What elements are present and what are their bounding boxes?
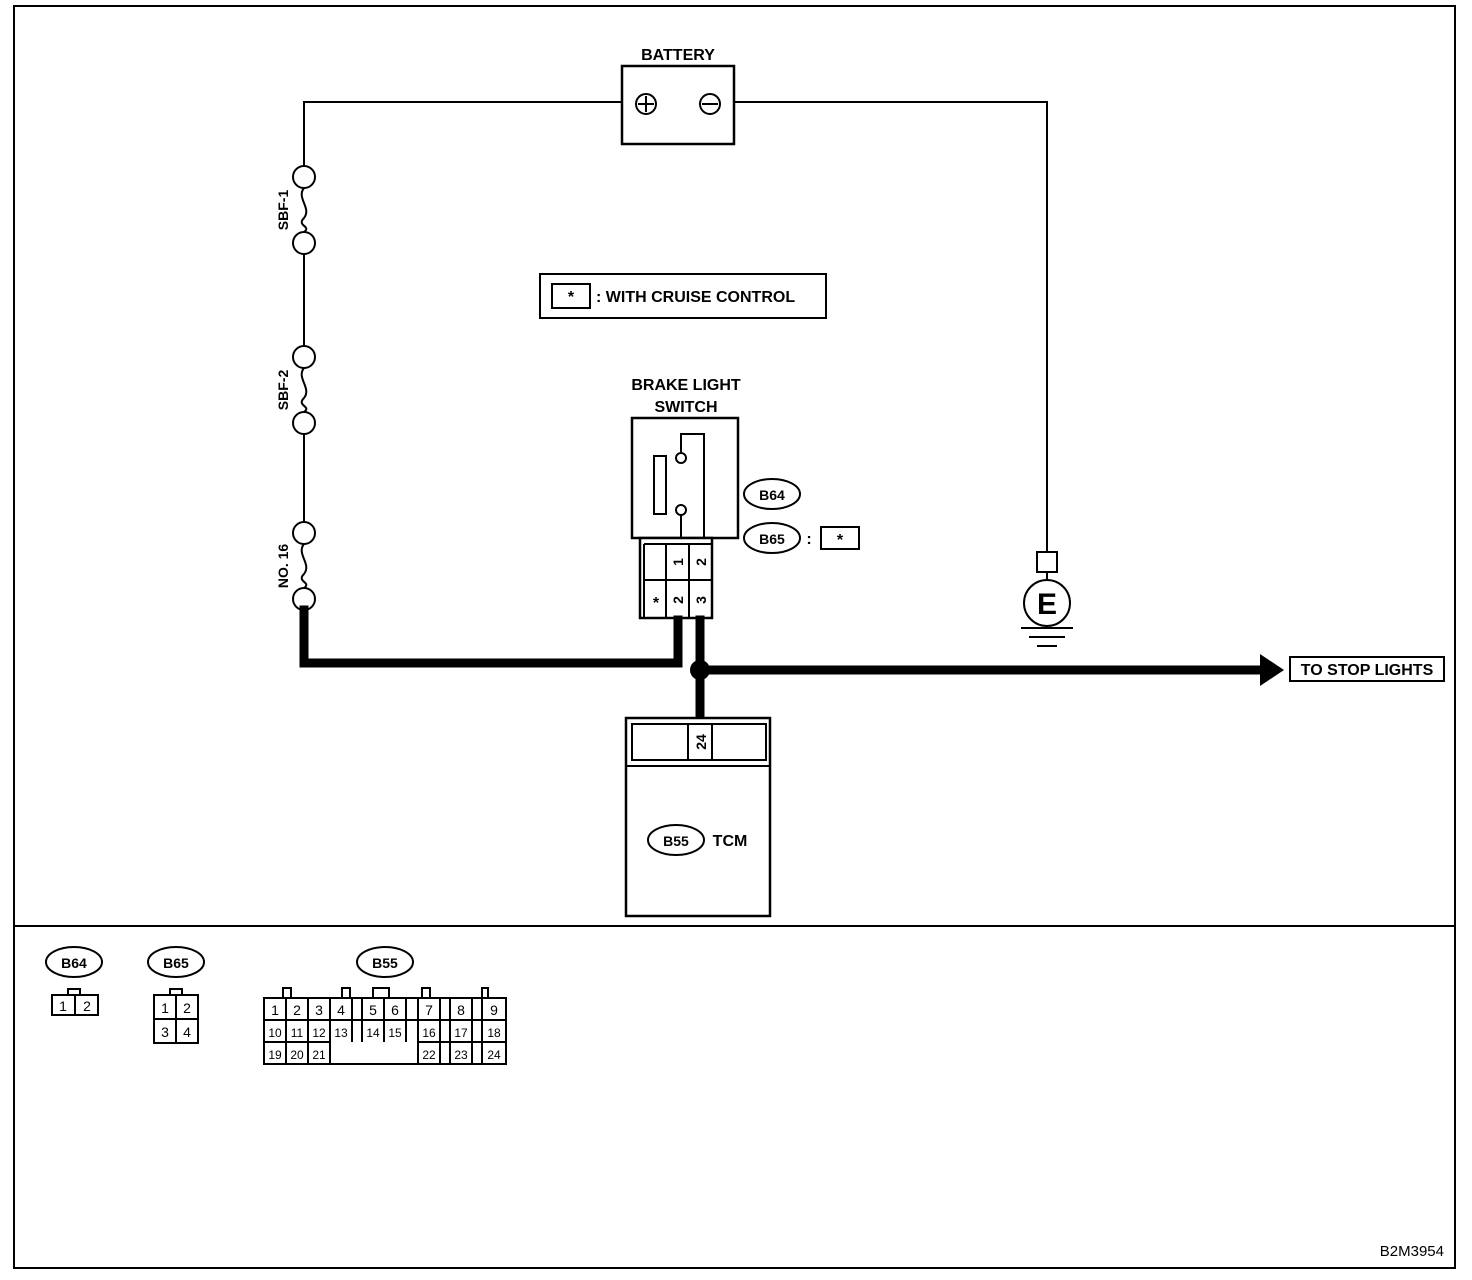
svg-text:4: 4 xyxy=(337,1002,345,1018)
b65-note-symbol: * xyxy=(837,532,844,549)
svg-text:2: 2 xyxy=(183,1000,191,1016)
svg-text:19: 19 xyxy=(268,1048,282,1062)
legend-text: : WITH CRUISE CONTROL xyxy=(596,289,795,306)
svg-text:2: 2 xyxy=(293,1002,301,1018)
svg-text:1: 1 xyxy=(161,1000,169,1016)
b64-pinout: B64 1 2 xyxy=(45,946,103,1016)
svg-text:5: 5 xyxy=(369,1002,377,1018)
fuse-sbf1-label: SBF-1 xyxy=(275,190,291,231)
legend-symbol: * xyxy=(568,289,575,306)
svg-text:21: 21 xyxy=(312,1048,326,1062)
legend: * : WITH CRUISE CONTROL xyxy=(539,273,827,319)
svg-text:3: 3 xyxy=(161,1024,169,1040)
fuse-sbf2-label: SBF-2 xyxy=(275,370,291,411)
tcm-connector-label: B55 xyxy=(663,833,689,849)
svg-text:8: 8 xyxy=(457,1002,465,1018)
battery: BATTERY xyxy=(620,47,736,146)
tcm-label: TCM xyxy=(713,833,748,850)
tcm-pin-24: 24 xyxy=(693,734,709,750)
brake-switch-label-2: SWITCH xyxy=(654,399,717,416)
svg-text:1: 1 xyxy=(271,1002,279,1018)
svg-text:24: 24 xyxy=(487,1048,501,1062)
wire-battery-to-sbf1 xyxy=(303,101,622,166)
switch-plunger xyxy=(653,455,667,515)
svg-text:11: 11 xyxy=(291,1026,304,1040)
stop-lights-arrow xyxy=(1260,654,1284,686)
b65-pinout-label: B65 xyxy=(163,955,189,971)
stop-lights-box xyxy=(1289,656,1445,682)
figure-code: B2M3954 xyxy=(1380,1243,1444,1260)
svg-text:7: 7 xyxy=(425,1002,433,1018)
battery-positive-terminal xyxy=(635,93,657,115)
b55-pinout-label: B55 xyxy=(372,955,398,971)
wire-fuse16-to-switch xyxy=(299,605,683,668)
svg-text:2: 2 xyxy=(83,998,91,1014)
svg-text:17: 17 xyxy=(454,1026,468,1040)
svg-text:14: 14 xyxy=(366,1026,380,1040)
brake-switch-connector xyxy=(638,536,714,620)
wire-battery-to-ground xyxy=(734,101,1048,552)
battery-label: BATTERY xyxy=(641,47,715,64)
svg-text:B65: B65 xyxy=(759,531,785,547)
tcm: 24 B55 TCM xyxy=(624,716,772,918)
svg-text:12: 12 xyxy=(312,1026,326,1040)
svg-text:10: 10 xyxy=(268,1026,282,1040)
fuse-no16-label: NO. 16 xyxy=(275,544,291,589)
splice-point xyxy=(690,660,710,680)
ground-symbol: E xyxy=(1021,551,1073,647)
svg-text:18: 18 xyxy=(487,1026,501,1040)
fuse-no16: NO. 16 xyxy=(275,521,316,611)
switch-pin-bottom-2: 2 xyxy=(670,596,686,604)
fuse-sbf2: SBF-2 xyxy=(275,345,316,435)
b64-connector-tag: B64 xyxy=(743,478,801,510)
battery-negative-terminal xyxy=(699,93,721,115)
tcm-connector-tag xyxy=(647,824,705,856)
diagram-frame xyxy=(13,5,1456,1269)
switch-pin-top-1: 1 xyxy=(670,558,686,566)
svg-text:1: 1 xyxy=(59,998,67,1014)
brake-light-switch: BRAKE LIGHT SWITCH 1 2 * 2 3 xyxy=(630,377,741,620)
svg-text:15: 15 xyxy=(388,1026,402,1040)
b64-pinout-label: B64 xyxy=(61,955,87,971)
b65-pinout: B65 1 2 3 4 xyxy=(147,946,205,1044)
svg-text:B64: B64 xyxy=(759,487,785,503)
svg-text:16: 16 xyxy=(422,1026,436,1040)
ground-label: E xyxy=(1037,588,1057,621)
b65-connector-tag: B65 : * xyxy=(743,522,860,554)
stop-lights-label: TO STOP LIGHTS xyxy=(1301,662,1434,679)
switch-pin-top-2: 2 xyxy=(693,558,709,566)
svg-text:4: 4 xyxy=(183,1024,191,1040)
svg-text:20: 20 xyxy=(290,1048,304,1062)
b65-colon: : xyxy=(806,531,811,548)
svg-text:22: 22 xyxy=(422,1048,436,1062)
svg-text:6: 6 xyxy=(391,1002,399,1018)
svg-text:23: 23 xyxy=(454,1048,468,1062)
switch-pin-star: * xyxy=(653,595,660,612)
svg-text:3: 3 xyxy=(315,1002,323,1018)
brake-switch-body xyxy=(630,416,740,540)
tcm-body xyxy=(624,716,772,918)
switch-pin-bottom-3: 3 xyxy=(693,596,709,604)
svg-text:9: 9 xyxy=(490,1002,498,1018)
brake-switch-label-1: BRAKE LIGHT xyxy=(631,377,741,394)
b55-pinout: B55 1 2 3 4 5 6 7 8 9 10 1 xyxy=(263,946,507,1065)
svg-text:13: 13 xyxy=(334,1026,348,1040)
fuse-sbf1: SBF-1 xyxy=(275,165,316,255)
